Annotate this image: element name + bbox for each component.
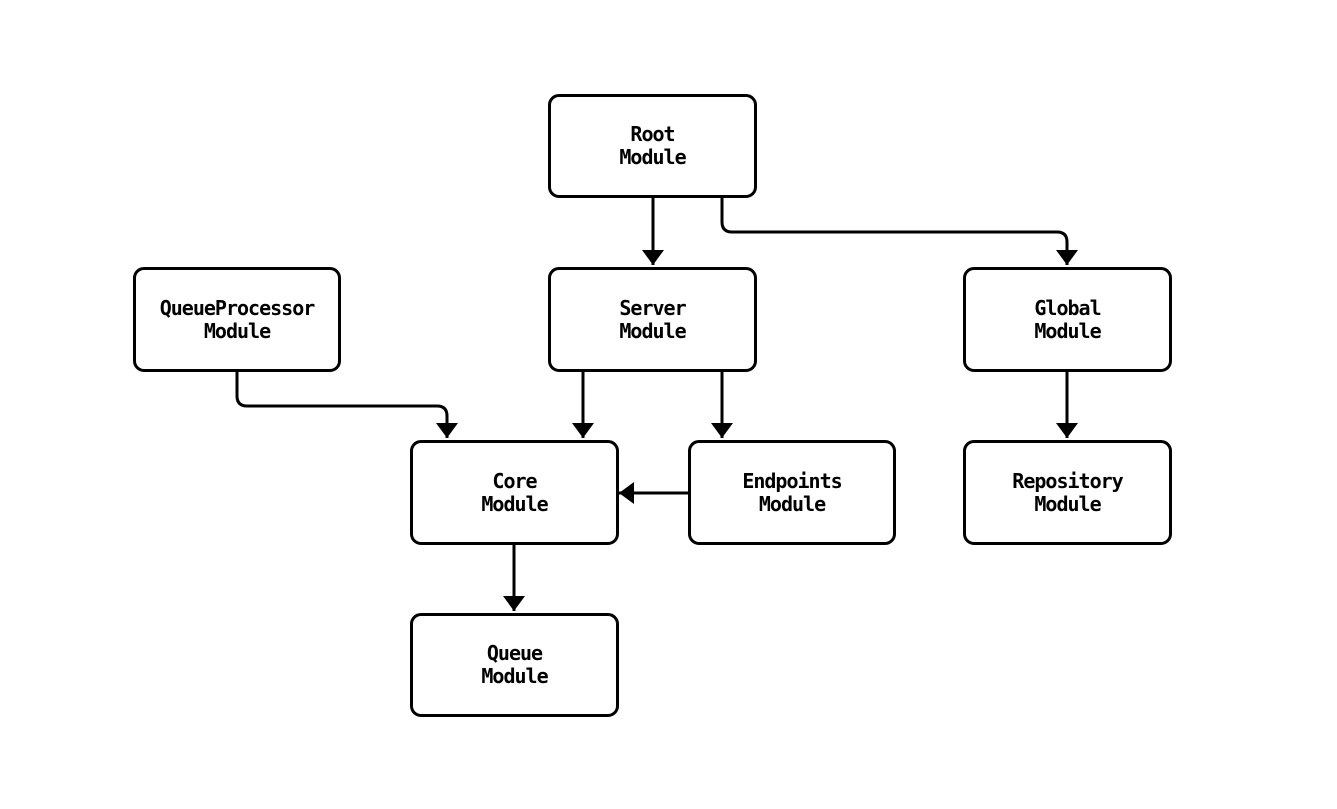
node-label-line: Endpoints: [742, 468, 842, 493]
node-label-line: Queue: [486, 641, 543, 665]
node-queueprocessor-module: QueueProcessor Module: [133, 267, 341, 372]
node-endpoints-module: Endpoints Module: [688, 440, 896, 545]
node-label-line: Module: [1034, 318, 1101, 343]
node-queue-module: Queue Module: [410, 613, 619, 717]
edge-root-to-global: [720, 198, 1078, 265]
node-label-line: Module: [481, 664, 548, 688]
node-label-line: Module: [481, 491, 548, 516]
node-root-module: Root Module: [548, 94, 757, 198]
node-label-line: Core: [492, 468, 537, 493]
node-label-line: QueueProcessor: [159, 295, 316, 320]
node-server-module: Server Module: [548, 267, 757, 372]
node-label-line: Module: [619, 318, 686, 343]
node-label-line: Root: [630, 122, 675, 146]
node-label-line: Global: [1034, 295, 1101, 320]
node-label-line: Module: [203, 318, 271, 343]
node-core-module: Core Module: [410, 440, 619, 545]
node-repository-module: Repository Module: [963, 440, 1172, 545]
node-label-line: Repository: [1012, 468, 1123, 493]
node-label-line: Module: [619, 145, 686, 169]
node-global-module: Global Module: [963, 267, 1172, 372]
node-label-line: Module: [1034, 491, 1101, 516]
node-label-line: Server: [619, 295, 686, 320]
node-label-line: Module: [758, 491, 826, 516]
edge-queueprocessor-to-core: [235, 372, 458, 438]
